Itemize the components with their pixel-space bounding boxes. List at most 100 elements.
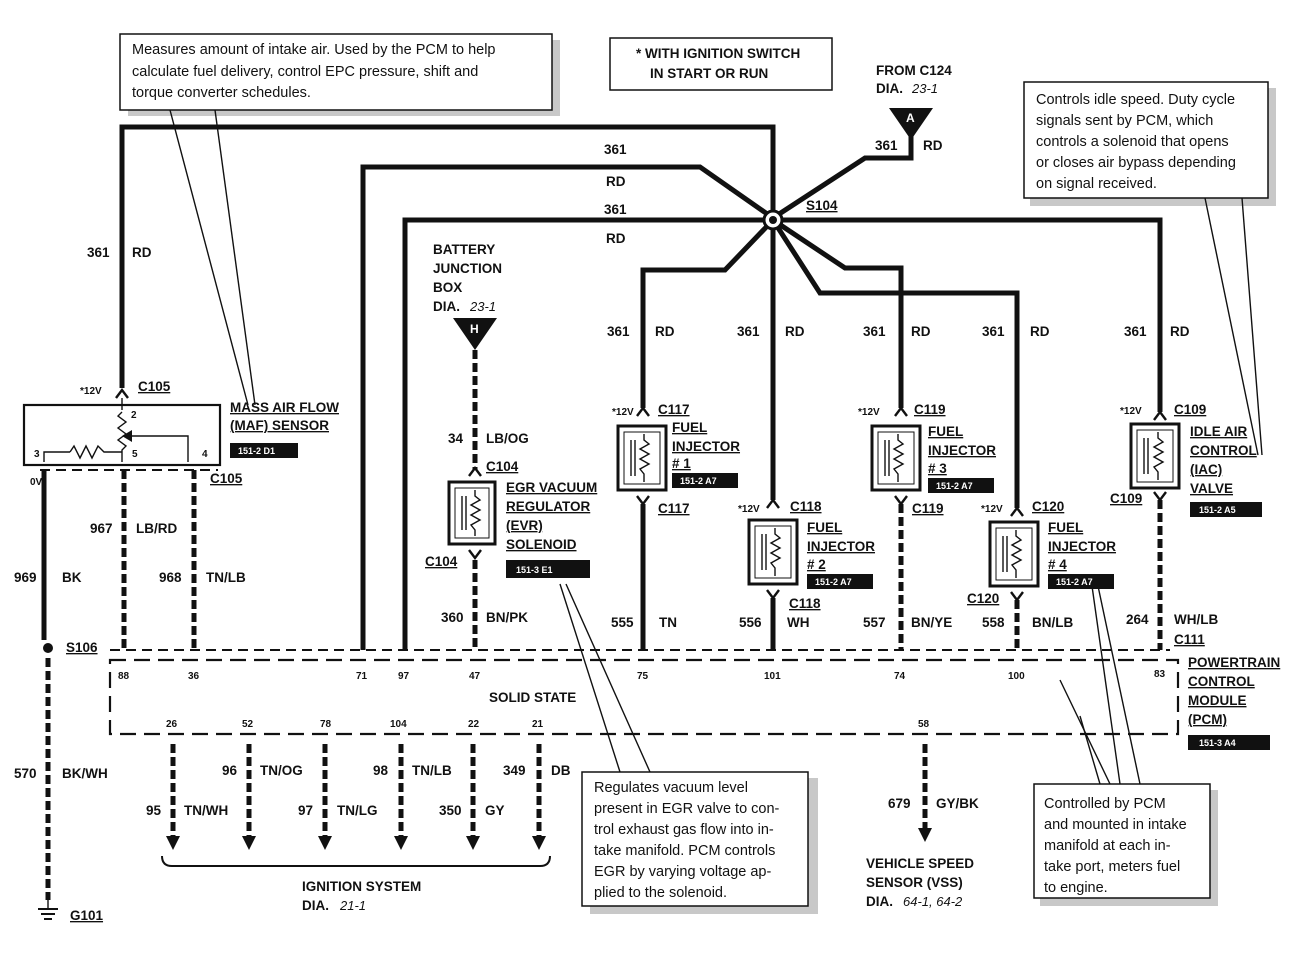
inj1-ref: 151-2 A7 — [680, 476, 717, 486]
connector-a-letter: A — [906, 111, 915, 125]
evr-note-line-4: take manifold. PCM controls — [594, 843, 775, 859]
wire-361-top: 361 — [604, 142, 627, 157]
inj4-title-2: INJECTOR — [1048, 539, 1116, 554]
wire-361-inj4: 361 — [982, 324, 1005, 339]
maf-output-wires: 967 LB/RD 968 TN/LB 969 BK S106 570 BK/W… — [14, 470, 246, 900]
inj3-conn-bottom: C119 — [912, 501, 944, 516]
maf-voltage: *12V — [80, 386, 102, 397]
iac-title-3: (IAC) — [1190, 462, 1222, 477]
pcm-pin-78: 78 — [320, 719, 332, 730]
ignition-switch-note-line-2: IN START OR RUN — [650, 66, 768, 81]
ignition-switch-note: * WITH IGNITION SWITCH IN START OR RUN — [609, 37, 833, 91]
wire-558: 558 — [982, 615, 1005, 630]
inj3-voltage: *12V — [858, 407, 880, 418]
maf-note: Measures amount of intake air. Used by t… — [119, 33, 560, 406]
from-c124-title: FROM C124 — [876, 63, 952, 78]
evr-note-line-2: present in EGR valve to con- — [594, 801, 780, 817]
maf-ov: 0V — [30, 477, 43, 488]
wire-wh: WH — [787, 615, 810, 630]
pcm-pin-100: 100 — [1008, 671, 1025, 682]
inj1-title-2: INJECTOR — [672, 439, 740, 454]
inj2-title-1: FUEL — [807, 520, 842, 535]
pcm-pin-97: 97 — [398, 671, 410, 682]
from-c124-dia-ref: 23-1 — [911, 81, 938, 96]
inj1-title-1: FUEL — [672, 420, 707, 435]
bjb-dia-label: DIA. — [433, 299, 460, 314]
wire-264: 264 — [1126, 612, 1149, 627]
pcm-title-3: MODULE — [1188, 693, 1247, 708]
wire-rd-inj2: RD — [785, 324, 805, 339]
wire-98: 98 — [373, 763, 389, 778]
bjb-dia-ref: 23-1 — [469, 299, 496, 314]
wire-rd-mid: RD — [606, 231, 626, 246]
injector-note-line-4: take port, meters fuel — [1044, 859, 1180, 875]
wire-tn: TN — [659, 615, 677, 630]
pcm-pin-47: 47 — [469, 671, 481, 682]
pcm-pin-58: 58 — [918, 719, 930, 730]
pcm-connector: C111 — [1174, 632, 1205, 647]
maf-pin-4: 4 — [202, 449, 208, 460]
from-c124-dia-label: DIA. — [876, 81, 903, 96]
iac-note-line-3: controls a solenoid that opens — [1036, 134, 1229, 150]
wire-570: 570 — [14, 766, 37, 781]
wire-gybk: GY/BK — [936, 796, 979, 811]
wire-361-c124: 361 — [875, 138, 898, 153]
inj4-voltage: *12V — [981, 504, 1003, 515]
bjb-line-2: JUNCTION — [433, 261, 502, 276]
fuel-injector-4: *12V C120 FUEL INJECTOR # 4 151-2 A7 C12… — [967, 499, 1116, 650]
wire-rd-maf: RD — [132, 245, 152, 260]
wire-rd-iac: RD — [1170, 324, 1190, 339]
pcm-pin-36: 36 — [188, 671, 200, 682]
inj2-ref: 151-2 A7 — [815, 577, 852, 587]
connector-a-triangle — [889, 108, 933, 140]
vss-dia-label: DIA. — [866, 894, 893, 909]
pcm-title-1: POWERTRAIN — [1188, 655, 1280, 670]
pcm-title-2: CONTROL — [1188, 674, 1255, 689]
evr-conn-top: C104 — [486, 459, 519, 474]
wire-tnlb: TN/LB — [206, 570, 246, 585]
wire-555: 555 — [611, 615, 634, 630]
wire-34: 34 — [448, 431, 464, 446]
inj4-conn-top: C120 — [1032, 499, 1064, 514]
pcm-pin-26: 26 — [166, 719, 178, 730]
evr-note-line-5: EGR by varying voltage ap- — [594, 864, 771, 880]
pcm-pin-101: 101 — [764, 671, 781, 682]
pcm-solid-state: SOLID STATE — [489, 690, 576, 705]
wire-rd-inj4: RD — [1030, 324, 1050, 339]
wire-bnlb: BN/LB — [1032, 615, 1073, 630]
pcm-pin-74: 74 — [894, 671, 906, 682]
evr-note-line-1: Regulates vacuum level — [594, 780, 748, 796]
maf-note-line-3: torque converter schedules. — [132, 85, 311, 101]
wire-rd-inj3: RD — [911, 324, 931, 339]
iac-ref: 151-2 A5 — [1199, 505, 1236, 515]
inj2-conn-bottom: C118 — [789, 596, 821, 611]
pcm-module: SOLID STATE C111 POWERTRAIN CONTROL MODU… — [108, 632, 1280, 750]
iac-note-line-5: on signal received. — [1036, 176, 1157, 192]
wire-361-mid: 361 — [604, 202, 627, 217]
evr-ref: 151-3 E1 — [516, 565, 553, 575]
injector-note: Controlled by PCM and mounted in intake … — [1033, 585, 1218, 906]
power-feed-361-rd — [119, 118, 1163, 650]
wire-tnwh: TN/WH — [184, 803, 228, 818]
evr-solenoid: C104 C104 EGR VACUUM REGULATOR (EVR) SOL… — [425, 459, 597, 650]
pcm-ref: 151-3 A4 — [1199, 738, 1236, 748]
evr-title-4: SOLENOID — [506, 537, 577, 552]
wire-95: 95 — [146, 803, 162, 818]
splice-s104: S104 — [762, 198, 838, 231]
maf-pin-5: 5 — [132, 449, 138, 460]
iac-note: Controls idle speed. Duty cycle signals … — [1023, 81, 1276, 456]
ignition-system-dia-ref: 21-1 — [339, 898, 366, 913]
pcm-pin-75: 75 — [637, 671, 649, 682]
pcm-pin-21: 21 — [532, 719, 544, 730]
maf-pin-2: 2 — [131, 410, 137, 421]
wire-350: 350 — [439, 803, 462, 818]
iac-conn-top: C109 — [1174, 402, 1206, 417]
iac-title-1: IDLE AIR — [1190, 424, 1248, 439]
bjb-line-1: BATTERY — [433, 242, 495, 257]
vss-title-1: VEHICLE SPEED — [866, 856, 974, 871]
inj3-title-2: INJECTOR — [928, 443, 996, 458]
iac-voltage: *12V — [1120, 406, 1142, 417]
evr-note: Regulates vacuum level present in EGR va… — [559, 583, 818, 914]
iac-title-4: VALVE — [1190, 481, 1233, 496]
